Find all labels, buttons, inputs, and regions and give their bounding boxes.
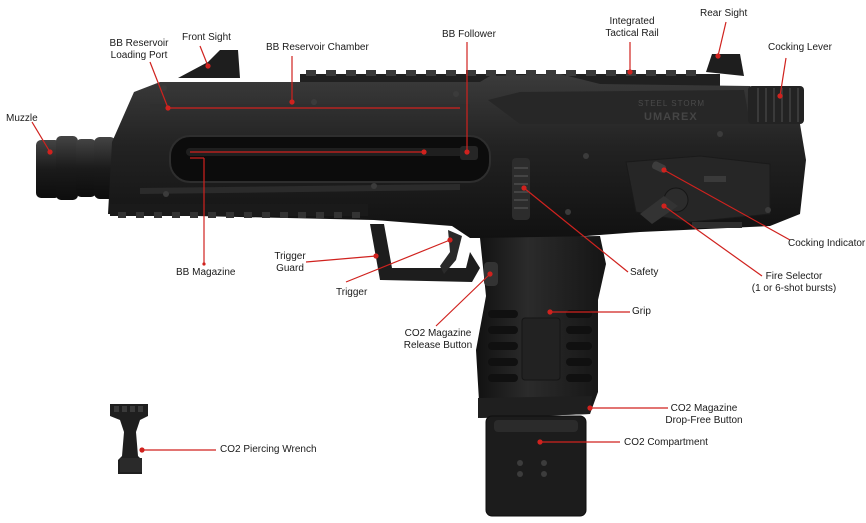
rear-sight-part: [706, 54, 744, 76]
label-bb-reservoir-loading-port-line1: BB Reservoir: [109, 38, 169, 49]
label-co2-piercing-wrench: CO2 Piercing Wrench: [220, 444, 317, 455]
label-co2-dropfree-line1: CO2 Magazine: [670, 403, 738, 414]
cocking-lever-part: [748, 86, 804, 124]
leader-lines: [31, 21, 791, 453]
leader-muzzle: [31, 121, 51, 153]
bb-magazine-slot: [169, 135, 491, 183]
co2-piercing-wrench-part: [110, 404, 148, 474]
leader-cocking-indicator: [663, 169, 791, 241]
fire-selector-lever: [640, 196, 678, 224]
leader-fire-selector: [663, 205, 763, 277]
label-co2-dropfree-line2: Drop-Free Button: [665, 415, 743, 426]
label-rear-sight: Rear Sight: [700, 8, 748, 19]
label-trigger-guard-line1: Trigger: [274, 251, 306, 262]
label-bb-reservoir-loading-port: BB Reservoir Loading Port: [104, 38, 174, 62]
label-front-sight: Front Sight: [182, 32, 231, 43]
label-safety: Safety: [630, 267, 659, 278]
leader-safety: [523, 187, 629, 273]
leader-trigger: [345, 239, 451, 283]
trigger-guard-part: [370, 224, 480, 282]
label-co2-release-line2: Release Button: [403, 340, 473, 351]
label-tactical-rail-line2: Tactical Rail: [605, 28, 659, 39]
label-fire-selector: Fire Selector (1 or 6-shot bursts): [742, 271, 846, 295]
co2-compartment-part: [485, 415, 587, 517]
leader-loading-port: [149, 61, 169, 109]
leader-front-sight: [199, 45, 209, 67]
muzzle-part: [36, 136, 116, 200]
safety-part: [512, 158, 530, 220]
leader-cocking-lever: [779, 57, 787, 97]
label-tactical-rail-line1: Integrated: [609, 16, 655, 27]
label-muzzle: Muzzle: [6, 113, 38, 124]
leader-co2-release: [435, 273, 491, 327]
label-bb-reservoir-chamber: BB Reservoir Chamber: [266, 42, 369, 53]
label-trigger-guard: Trigger Guard: [266, 251, 314, 275]
label-bb-follower: BB Follower: [442, 29, 496, 40]
label-cocking-indicator: Cocking Indicator: [788, 238, 866, 249]
engraving-line1: STEEL STORM: [638, 99, 705, 108]
gun-illustration: STEEL STORM UMAREX: [36, 50, 806, 517]
label-co2-release-line1: CO2 Magazine: [404, 328, 472, 339]
label-bb-reservoir-loading-port-line2: Loading Port: [110, 50, 168, 61]
label-grip: Grip: [632, 306, 651, 317]
label-co2-magazine-dropfree: CO2 Magazine Drop-Free Button: [664, 403, 744, 427]
label-co2-compartment: CO2 Compartment: [624, 437, 708, 448]
trigger-part: [440, 230, 462, 274]
label-trigger: Trigger: [336, 287, 368, 298]
label-cocking-lever: Cocking Lever: [768, 42, 832, 53]
label-fire-selector-line1: Fire Selector: [765, 271, 823, 282]
label-co2-magazine-release: CO2 Magazine Release Button: [398, 328, 478, 352]
label-integrated-tactical-rail: Integrated Tactical Rail: [600, 16, 664, 40]
engraving-line2: UMAREX: [644, 111, 698, 123]
label-bb-magazine: BB Magazine: [176, 267, 236, 278]
leader-trigger-guard: [305, 255, 377, 263]
leader-rear-sight: [717, 21, 727, 57]
label-trigger-guard-line2: Guard: [276, 263, 304, 274]
label-fire-selector-line2: (1 or 6-shot bursts): [751, 283, 837, 294]
